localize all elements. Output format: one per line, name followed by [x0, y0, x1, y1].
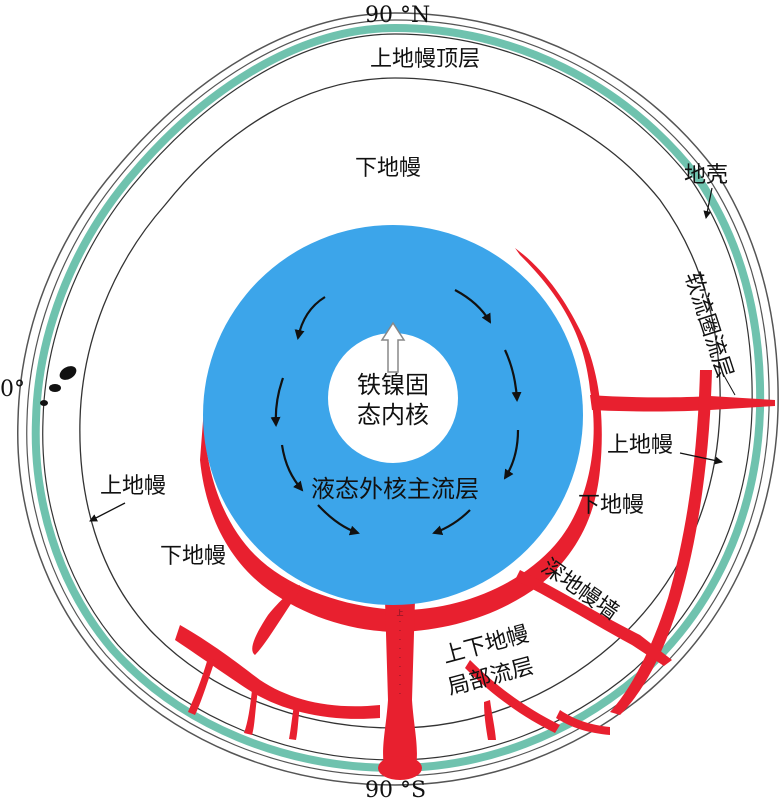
upper-mantle-right-label: 上地幔: [607, 433, 673, 458]
mantle-plumes: [175, 248, 775, 780]
core-arrow-right-low-icon: [503, 429, 520, 480]
core-arrow-right-bottom-icon: [432, 509, 471, 536]
upper-mantle-left-arrow-icon: [89, 502, 126, 522]
inner-core-up-arrow-icon: [380, 321, 406, 373]
lower-mantle-top-label: 下地幔: [355, 156, 421, 181]
upper-mantle-right-arrow-icon: [679, 452, 723, 465]
lower-mantle-left-label: 下地幔: [160, 544, 226, 569]
south-pole-label: 90 °S: [365, 778, 426, 800]
outer-core-circulation-arrows: [270, 289, 522, 536]
subduction-blobs: [40, 366, 77, 406]
upper-mantle-top-label: 上地幔顶层: [370, 47, 480, 72]
plume-tiny-text: 上·········: [397, 608, 404, 698]
crust-label: 地壳: [684, 163, 728, 188]
inner-core-label-line1: 铁镍固: [357, 371, 429, 399]
outer-core-label: 液态外核主流层: [311, 475, 479, 503]
crust-pointer-arrow-icon: [703, 187, 713, 219]
crust-outer-line: [17, 12, 779, 786]
inner-core-disc: [328, 333, 458, 463]
core-arrow-right-mid-icon: [504, 349, 522, 402]
asthenosphere-pointer-line: [721, 371, 736, 396]
core-arrow-left-bottom-icon: [317, 504, 360, 536]
north-pole-label: 90 °N: [365, 3, 430, 28]
zero-degree-label: 0°: [0, 377, 25, 402]
core-arrow-left-top-icon: [294, 296, 326, 340]
inner-core-label-line2: 态内核: [357, 401, 429, 429]
core-arrow-right-top-icon: [454, 289, 491, 324]
upper-mantle-left-label: 上地幔: [100, 474, 166, 499]
core-arrow-left-low-icon: [280, 444, 304, 492]
core-arrow-left-mid-icon: [270, 377, 285, 427]
lower-mantle-right-label: 下地幔: [578, 493, 644, 518]
asthenosphere-flow-layer-label: 软流圈流层: [679, 269, 737, 381]
